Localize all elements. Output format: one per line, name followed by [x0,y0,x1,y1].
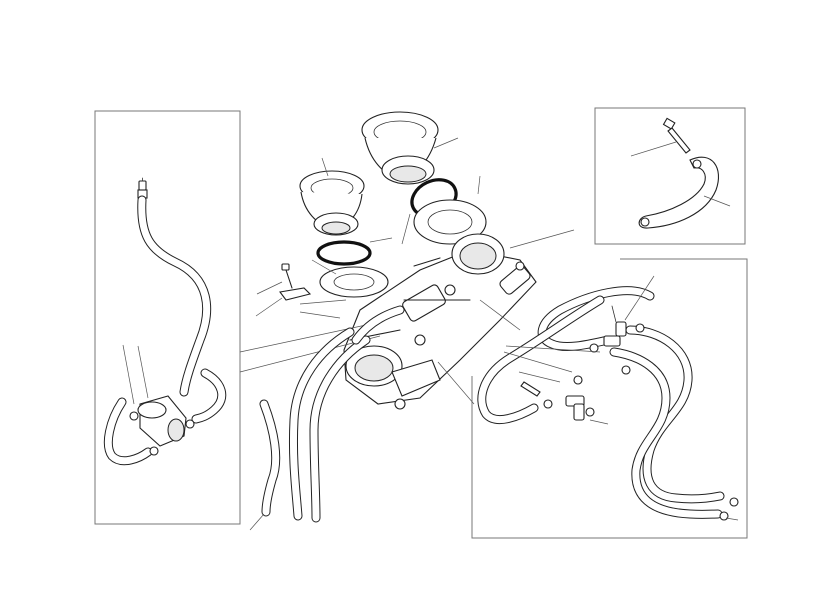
left-inset-panel [94,110,241,525]
top-right-inset-frame [594,107,746,245]
intake-spacer-upper [413,175,487,245]
bottom-right-leader-lines [503,275,739,521]
short-hose-bottom-left [249,399,281,531]
curved-bracket [638,156,731,229]
bottom-right-inset-panel [471,258,748,539]
bottom-right-inset-frame [471,258,748,539]
t-fitting-upper [603,305,645,347]
throttle-body-assembly [343,229,575,410]
intake-spacer-lower [319,266,389,298]
center-leader-lines [299,213,411,305]
vacuum-hose-loop-upper [537,286,655,351]
intake-funnel-rear [361,111,459,185]
fuel-hose-loop-left [103,397,153,466]
top-right-inset-panel [594,107,746,245]
fuel-hose-short-right [191,368,227,424]
hose-connector-top [137,177,148,199]
t-fitting-lower [565,395,595,421]
fuel-pump-body [122,344,195,456]
mounting-bolt [630,117,691,157]
screw-and-clip [255,263,312,317]
small-clamps [520,343,739,521]
left-inset-frame [94,110,241,525]
vacuum-hose-loop-left [477,295,605,424]
vacuum-hose-long-right [625,325,725,504]
intake-funnel-front [299,157,365,236]
long-hoses-center [288,305,405,523]
fuel-hose-long [137,195,212,397]
o-ring-lower [316,237,393,266]
vacuum-hose-long-inner [609,347,723,519]
